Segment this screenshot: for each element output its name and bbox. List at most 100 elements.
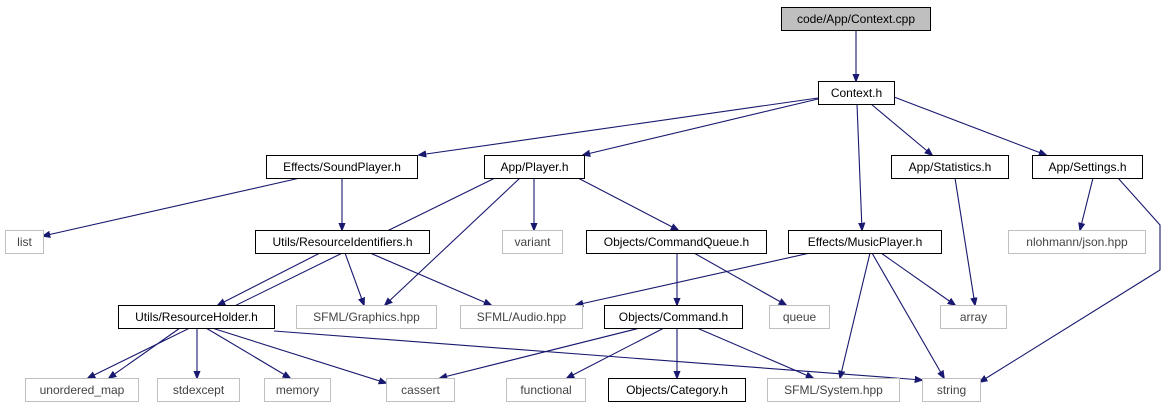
node-settings[interactable]: App/Settings.h	[1032, 155, 1143, 179]
node-array[interactable]: array	[940, 305, 1007, 329]
node-string[interactable]: string	[922, 378, 981, 402]
node-label: Effects/SoundPlayer.h	[283, 160, 401, 174]
edge-context_h-to-musicplayer	[856, 103, 862, 230]
node-box	[157, 378, 240, 402]
node-box	[25, 378, 139, 402]
node-functional[interactable]: functional	[506, 378, 586, 402]
edge-musicplayer-to-string	[871, 252, 944, 378]
node-box	[891, 155, 1009, 179]
node-box	[460, 305, 583, 329]
node-label: unordered_map	[40, 383, 125, 397]
edge-context_h-to-player	[583, 98, 819, 155]
edge-player-to-graphics	[385, 177, 521, 305]
edge-resid-to-audio	[369, 252, 491, 305]
node-musicplayer[interactable]: Effects/MusicPlayer.h	[788, 230, 942, 254]
node-box	[5, 230, 44, 254]
node-unordered-map[interactable]: unordered_map	[25, 378, 139, 402]
node-label: Objects/Command.h	[619, 310, 728, 324]
node-box	[608, 378, 746, 402]
node-label: list	[17, 235, 32, 249]
node-box	[1008, 230, 1146, 254]
edge-player-to-unordered_map	[88, 177, 496, 378]
node-cmdqueue[interactable]: Objects/CommandQueue.h	[586, 230, 767, 254]
node-box	[818, 81, 895, 105]
node-label: SFML/System.hpp	[784, 383, 883, 397]
node-label: App/Player.h	[500, 160, 568, 174]
node-label: queue	[783, 310, 817, 324]
node-stdexcept[interactable]: stdexcept	[157, 378, 240, 402]
node-label: variant	[514, 235, 551, 249]
edge-resholder-to-memory	[205, 327, 290, 378]
node-box	[769, 305, 830, 329]
edge-musicplayer-to-array	[880, 252, 955, 305]
node-label: Objects/CommandQueue.h	[604, 235, 749, 249]
node-box	[1032, 155, 1143, 179]
node-command[interactable]: Objects/Command.h	[604, 305, 743, 329]
node-memory[interactable]: memory	[264, 378, 331, 402]
node-system[interactable]: SFML/System.hpp	[767, 378, 900, 402]
edge-command-to-system	[696, 327, 813, 378]
node-box	[767, 378, 900, 402]
node-label: SFML/Audio.hpp	[477, 310, 567, 324]
node-label: App/Settings.h	[1048, 160, 1126, 174]
node-box	[264, 378, 331, 402]
node-box	[118, 305, 275, 329]
node-category[interactable]: Objects/Category.h	[608, 378, 746, 402]
node-box	[604, 305, 743, 329]
edge-musicplayer-to-audio	[576, 252, 811, 305]
edge-context_h-to-settings	[893, 96, 1046, 155]
node-label: stdexcept	[173, 383, 225, 397]
node-graphics[interactable]: SFML/Graphics.hpp	[296, 305, 437, 329]
edge-settings-to-json	[1080, 177, 1094, 230]
edges-layer	[43, 30, 1161, 383]
node-box	[502, 230, 563, 254]
node-box	[484, 155, 585, 179]
node-cassert[interactable]: cassert	[386, 378, 455, 402]
edge-resholder-to-unordered_map	[109, 327, 181, 378]
node-context-cpp[interactable]: code/App/Context.cpp	[781, 7, 931, 31]
node-queue[interactable]: queue	[769, 305, 830, 329]
node-box	[506, 378, 586, 402]
node-box	[781, 7, 931, 31]
node-soundplayer[interactable]: Effects/SoundPlayer.h	[266, 155, 418, 179]
node-label: Objects/Category.h	[626, 383, 728, 397]
edge-context_h-to-statistics	[870, 103, 932, 155]
edge-cmdqueue-to-queue	[693, 252, 786, 305]
node-resid[interactable]: Utils/ResourceIdentifiers.h	[255, 230, 430, 254]
edge-soundplayer-to-list	[43, 177, 301, 236]
node-player[interactable]: App/Player.h	[484, 155, 585, 179]
edge-resid-to-resholder	[218, 252, 321, 305]
node-box	[296, 305, 437, 329]
node-box	[940, 305, 1007, 329]
node-label: code/App/Context.cpp	[797, 12, 915, 26]
edge-resid-to-graphics	[344, 252, 364, 305]
node-label: cassert	[401, 383, 440, 397]
edge-command-to-functional	[567, 327, 665, 378]
edge-player-to-cmdqueue	[577, 177, 678, 230]
node-statistics[interactable]: App/Statistics.h	[891, 155, 1009, 179]
node-context-h[interactable]: Context.h	[818, 81, 895, 105]
node-list[interactable]: list	[5, 230, 44, 254]
node-variant[interactable]: variant	[502, 230, 563, 254]
edge-resholder-to-cassert	[211, 327, 386, 383]
node-label: Utils/ResourceIdentifiers.h	[272, 235, 412, 249]
node-box	[386, 378, 455, 402]
edge-command-to-cassert	[440, 327, 641, 378]
edge-settings-to-string	[980, 177, 1161, 382]
node-label: Utils/ResourceHolder.h	[135, 310, 258, 324]
node-box	[586, 230, 767, 254]
edge-musicplayer-to-system	[840, 252, 871, 378]
node-json[interactable]: nlohmann/json.hpp	[1008, 230, 1146, 254]
edge-context_h-to-soundplayer	[419, 97, 819, 155]
node-box	[255, 230, 430, 254]
node-label: array	[960, 310, 987, 324]
node-audio[interactable]: SFML/Audio.hpp	[460, 305, 583, 329]
node-label: App/Statistics.h	[909, 160, 992, 174]
node-box	[266, 155, 418, 179]
node-resholder[interactable]: Utils/ResourceHolder.h	[118, 305, 275, 329]
nodes-layer: code/App/Context.cppContext.hEffects/Sou…	[5, 7, 1146, 402]
node-label: Context.h	[831, 86, 882, 100]
node-label: SFML/Graphics.hpp	[313, 310, 420, 324]
node-label: memory	[276, 383, 319, 397]
